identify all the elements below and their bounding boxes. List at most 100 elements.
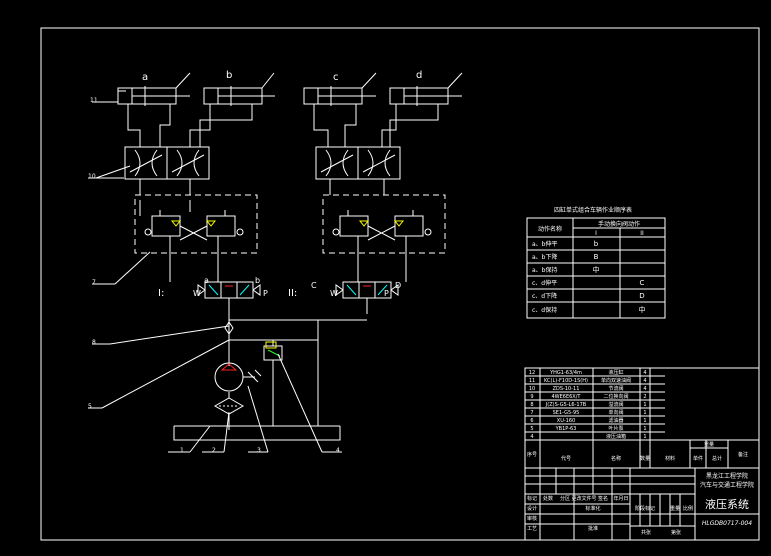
part-name: 液压油箱 <box>606 433 626 440</box>
part-name: 叶片泵 <box>608 425 623 432</box>
leader-lines <box>88 101 342 453</box>
throttle-valve-left <box>124 146 210 195</box>
part-name: 液压缸 <box>608 369 623 376</box>
part-name: 二位换向阀 <box>603 393 628 400</box>
seq-header-i: I <box>595 230 597 237</box>
hydraulic-pump <box>214 362 262 392</box>
tb-sheets: 共张 <box>641 529 651 536</box>
leader-label-8: 8 <box>92 339 96 346</box>
left-valve-a: a <box>204 276 209 285</box>
part-code: KC(L)-F10D-1S(H) <box>544 378 588 384</box>
tb-design: 设计 <box>527 505 537 512</box>
relief-valve <box>263 341 283 361</box>
part-no: 7 <box>530 410 533 416</box>
cylinder-b <box>203 86 275 106</box>
leader-label-7: 7 <box>92 279 96 286</box>
parts-header-material: 材料 <box>665 455 675 462</box>
part-qty: 1 <box>643 418 646 424</box>
drawing-border <box>40 27 760 541</box>
seq-row-name: c、d保持 <box>532 306 557 314</box>
part-no: 6 <box>530 418 533 424</box>
main-pipes <box>228 314 367 430</box>
directional-valve-right <box>335 281 399 314</box>
seq-row-name: a、b保持 <box>532 266 558 274</box>
parts-header-qty: 数量 <box>640 455 650 462</box>
title-block: 黑龙江工程学院 汽车与交通工程学院 液压系统 HLGDB0717-004 标记 … <box>524 467 760 541</box>
leader-label-3: 3 <box>257 447 261 454</box>
leader-label-11: 11 <box>90 97 98 104</box>
seq-row-i: 中 <box>593 265 600 274</box>
parts-header-weight-label: 重量 <box>704 441 714 448</box>
hydraulic-lock-left <box>134 194 258 282</box>
seq-header-action: 动作名称 <box>538 225 562 233</box>
tb-weight: 重量 <box>670 505 680 512</box>
tb-sheet: 第张 <box>671 529 681 536</box>
part-no: 11 <box>529 378 535 384</box>
cylinder-label-a: a <box>142 72 148 83</box>
leader-label-2: 2 <box>212 447 216 454</box>
part-name: 单向双速油阀 <box>601 377 631 384</box>
leader-label-10: 10 <box>88 173 96 180</box>
part-code: YB1P-63 <box>555 426 577 432</box>
tb-process: 工艺 <box>527 526 537 532</box>
tb-review: 审核 <box>527 515 537 522</box>
part-no: 8 <box>530 402 533 408</box>
tb-count: 处数 <box>543 495 553 502</box>
tb-standard: 标准化 <box>585 505 600 512</box>
cylinder-label-d: d <box>416 70 422 81</box>
part-code: J(Z)S-G5-L6-17B <box>545 402 587 408</box>
part-name: 溢流阀 <box>608 401 623 408</box>
part-name: 节流阀 <box>608 385 623 392</box>
part-no: 4 <box>530 434 533 440</box>
part-code: SE1-G5-95 <box>553 410 580 416</box>
seq-header-group: 手动换向阀动作 <box>598 220 640 228</box>
part-qty: 1 <box>643 402 646 408</box>
hydraulic-lock-right <box>322 194 446 282</box>
right-valve-p: P <box>384 289 389 298</box>
part-qty: 1 <box>643 426 646 432</box>
tb-zone: 分区 <box>560 495 570 502</box>
cylinder-label-c: c <box>333 72 339 83</box>
part-code: 4WE6E6X/T <box>552 394 582 400</box>
parts-header-name: 名称 <box>611 455 621 462</box>
tb-scale: 比例 <box>683 505 693 512</box>
part-qty: 4 <box>643 378 646 384</box>
seq-row-name: a、b伸平 <box>532 240 558 248</box>
part-qty: 1 <box>643 410 646 416</box>
tb-date: 年月日 <box>613 495 628 502</box>
left-valve-w: W <box>193 289 201 298</box>
part-no: 12 <box>529 370 535 376</box>
part-no: 10 <box>529 386 535 392</box>
valve-label-ii: II: <box>288 288 297 299</box>
directional-valve-left <box>197 281 261 314</box>
part-qty: 4 <box>643 386 646 392</box>
tb-stage: 阶段标记 <box>635 505 655 512</box>
valve-label-i: I: <box>158 288 164 299</box>
tb-doc-no: 更改文件号 <box>571 495 596 502</box>
tb-mark: 标记 <box>527 495 537 502</box>
part-name: 滤油器 <box>608 417 623 424</box>
part-no: 9 <box>530 394 533 400</box>
parts-header-single: 单件 <box>693 455 703 462</box>
cylinder-pipes <box>127 104 439 147</box>
seq-row-name: c、d下降 <box>532 292 557 300</box>
parts-header-note: 备注 <box>738 451 748 458</box>
part-no: 5 <box>530 426 533 432</box>
part-code: XU-160 <box>557 418 575 424</box>
right-valve-c: C <box>311 281 317 290</box>
right-valve-w: W <box>330 289 338 298</box>
dept-name: 汽车与交通工程学院 <box>700 481 754 489</box>
part-qty: 2 <box>643 394 646 400</box>
seq-header-ii: II <box>640 230 644 237</box>
seq-row-i: b <box>594 240 599 248</box>
seq-row-ii: D <box>639 292 644 300</box>
tb-sign: 签名 <box>598 495 608 502</box>
parts-header-no: 序号 <box>527 451 537 458</box>
part-qty: 1 <box>643 434 646 440</box>
tb-approve: 批准 <box>588 525 598 532</box>
leader-label-1: 1 <box>180 447 184 454</box>
sequence-table-title: 四缸单式组合车辆作业顺序表 <box>554 206 632 214</box>
part-qty: 4 <box>643 370 646 376</box>
oil-tank <box>173 425 341 441</box>
